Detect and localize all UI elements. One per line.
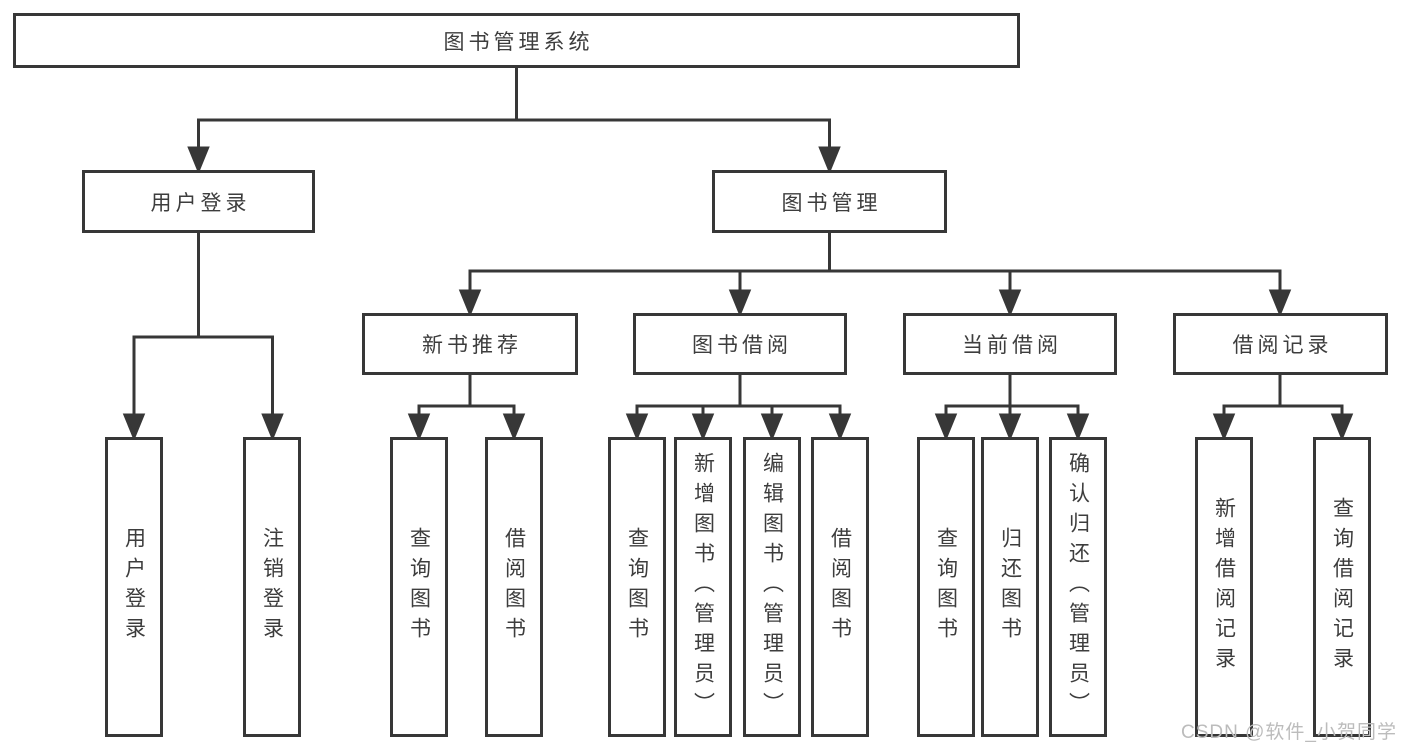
leaf-bb-query-books-label: 查询图书 bbox=[625, 527, 649, 647]
node-book-management-label: 图书管理 bbox=[781, 191, 882, 215]
arrowhead-leaf-logout bbox=[261, 413, 284, 441]
node-current-borrowing-label: 当前借阅 bbox=[962, 334, 1062, 357]
arrowhead-user-login bbox=[187, 146, 210, 174]
leaf-cb-query-books-label: 查询图书 bbox=[934, 527, 958, 647]
leaf-nb-query-books: 查询图书 bbox=[390, 437, 448, 737]
leaf-user-login-label: 用户登录 bbox=[122, 527, 146, 647]
arrowhead-nb-query bbox=[407, 413, 431, 441]
node-borrowing-records: 借阅记录 bbox=[1173, 313, 1388, 375]
leaf-cb-confirm-return-admin-label: 确认归还（管理员） bbox=[1066, 452, 1090, 722]
arrowhead-new-books bbox=[458, 289, 482, 317]
leaf-bb-add-books-admin: 新增图书（管理员） bbox=[674, 437, 732, 737]
node-new-book-recommend: 新书推荐 bbox=[362, 313, 578, 375]
arrowhead-leaf-login bbox=[122, 413, 146, 441]
leaf-bb-edit-books-admin-label: 编辑图书（管理员） bbox=[760, 452, 784, 722]
leaf-cb-return-books-label: 归还图书 bbox=[998, 527, 1022, 647]
node-book-management: 图书管理 bbox=[712, 170, 947, 233]
leaf-bb-borrow-books: 借阅图书 bbox=[811, 437, 869, 737]
leaf-br-query-record: 查询借阅记录 bbox=[1313, 437, 1371, 737]
arrowhead-book-borrow bbox=[728, 289, 752, 317]
arrowhead-book-mgmt bbox=[818, 146, 841, 174]
leaf-cb-confirm-return-admin: 确认归还（管理员） bbox=[1049, 437, 1107, 737]
leaf-logout: 注销登录 bbox=[243, 437, 301, 737]
node-root-label: 图书管理系统 bbox=[443, 30, 594, 54]
arrowhead-bb-borrow bbox=[828, 413, 852, 441]
arrowhead-current-borrow bbox=[998, 289, 1022, 317]
arrowhead-borrow-records bbox=[1268, 289, 1292, 317]
leaf-nb-borrow-books: 借阅图书 bbox=[485, 437, 543, 737]
leaf-br-add-record: 新增借阅记录 bbox=[1195, 437, 1253, 737]
node-user-login: 用户登录 bbox=[82, 170, 315, 233]
leaf-br-query-record-label: 查询借阅记录 bbox=[1330, 497, 1354, 677]
node-user-login-label: 用户登录 bbox=[150, 191, 251, 215]
leaf-cb-return-books: 归还图书 bbox=[981, 437, 1039, 737]
node-current-borrowing: 当前借阅 bbox=[903, 313, 1117, 375]
leaf-nb-query-books-label: 查询图书 bbox=[407, 527, 431, 647]
arrowhead-cb-query bbox=[934, 413, 958, 441]
node-book-borrowing: 图书借阅 bbox=[633, 313, 847, 375]
leaf-nb-borrow-books-label: 借阅图书 bbox=[502, 527, 526, 647]
leaf-cb-query-books: 查询图书 bbox=[917, 437, 975, 737]
node-root: 图书管理系统 bbox=[13, 13, 1020, 68]
arrowhead-nb-borrow bbox=[502, 413, 526, 441]
arrowhead-cb-return bbox=[998, 413, 1022, 441]
leaf-bb-borrow-books-label: 借阅图书 bbox=[828, 527, 852, 647]
leaf-br-add-record-label: 新增借阅记录 bbox=[1212, 497, 1236, 677]
arrowhead-bb-query bbox=[625, 413, 649, 441]
arrowhead-cb-confirm bbox=[1066, 413, 1090, 441]
arrowhead-br-add bbox=[1212, 413, 1236, 441]
arrowhead-bb-add bbox=[691, 413, 715, 441]
arrowhead-br-query bbox=[1330, 413, 1354, 441]
leaf-bb-add-books-admin-label: 新增图书（管理员） bbox=[691, 452, 715, 722]
node-new-book-recommend-label: 新书推荐 bbox=[422, 334, 522, 357]
leaf-user-login: 用户登录 bbox=[105, 437, 163, 737]
leaf-bb-edit-books-admin: 编辑图书（管理员） bbox=[743, 437, 801, 737]
arrowhead-bb-edit bbox=[760, 413, 784, 441]
leaf-logout-label: 注销登录 bbox=[260, 527, 284, 647]
csdn-watermark: CSDN @软件_小贺同学 bbox=[1181, 722, 1397, 743]
leaf-bb-query-books: 查询图书 bbox=[608, 437, 666, 737]
node-borrowing-records-label: 借阅记录 bbox=[1232, 334, 1333, 357]
node-book-borrowing-label: 图书借阅 bbox=[692, 334, 792, 357]
